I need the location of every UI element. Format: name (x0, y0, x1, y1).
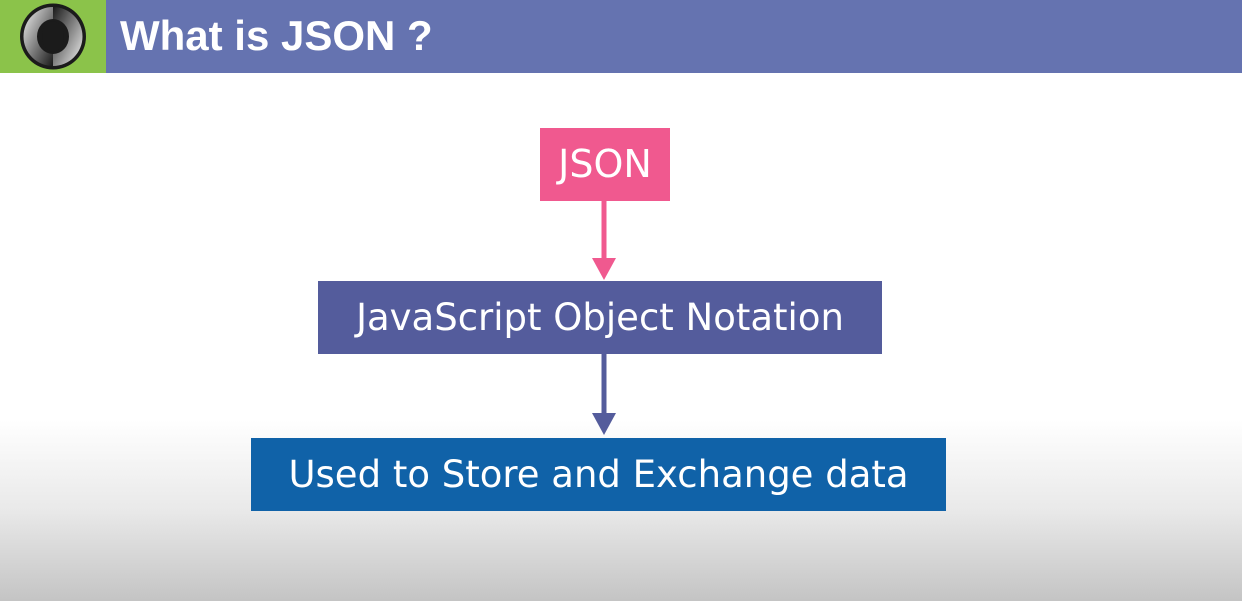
arrow-notation-to-purpose (592, 354, 616, 435)
json-logo-icon (20, 3, 86, 70)
node-javascript-object-notation: JavaScript Object Notation (318, 281, 882, 354)
title-bar: What is JSON ? (0, 0, 1242, 73)
node-store-and-exchange: Used to Store and Exchange data (251, 438, 946, 511)
page-title: What is JSON ? (120, 12, 433, 59)
logo-panel (0, 0, 106, 73)
node-json: JSON (540, 128, 670, 201)
arrow-json-to-notation (592, 201, 616, 280)
